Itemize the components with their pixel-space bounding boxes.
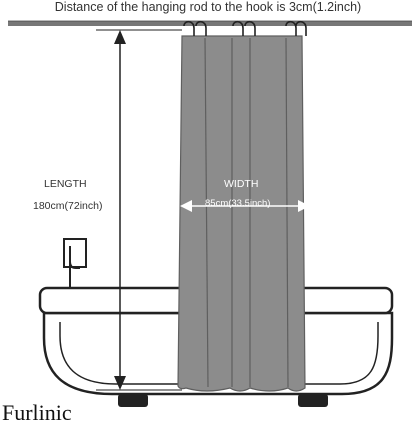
- hook-icon: [285, 20, 297, 36]
- bathtub-foot-left: [118, 394, 148, 407]
- curtain-hooks: [183, 20, 307, 36]
- curtain-fold-4: [285, 37, 289, 388]
- hanging-rod: [8, 21, 412, 26]
- length-label: LENGTH: [44, 178, 87, 190]
- width-arrow-left: [180, 200, 192, 212]
- curtain-fold-1: [204, 37, 209, 388]
- soap-holder: [63, 238, 87, 289]
- hook-icon: [183, 20, 195, 36]
- bathtub-foot-right: [298, 394, 328, 407]
- soap-holder-plate: [63, 238, 87, 268]
- width-value: 85cm(33.5inch): [205, 198, 271, 209]
- curtain-panel: [177, 35, 306, 392]
- length-value: 180cm(72inch): [33, 200, 103, 212]
- length-arrow-bottom: [114, 376, 126, 390]
- rod-hook-distance-note: Distance of the hanging rod to the hook …: [54, 0, 362, 14]
- hook-icon: [232, 20, 244, 36]
- width-arrow-right: [298, 200, 310, 212]
- width-label: WIDTH: [224, 178, 259, 190]
- hook-icon: [295, 20, 307, 36]
- bathtub-inner-line: [59, 322, 379, 385]
- hook-icon: [244, 20, 256, 36]
- hook-icon: [195, 20, 207, 36]
- length-arrow-top: [114, 30, 126, 44]
- brand-logo-text: Furlinic: [2, 400, 72, 425]
- length-dimension: [96, 29, 182, 391]
- shower-curtain: [177, 35, 310, 392]
